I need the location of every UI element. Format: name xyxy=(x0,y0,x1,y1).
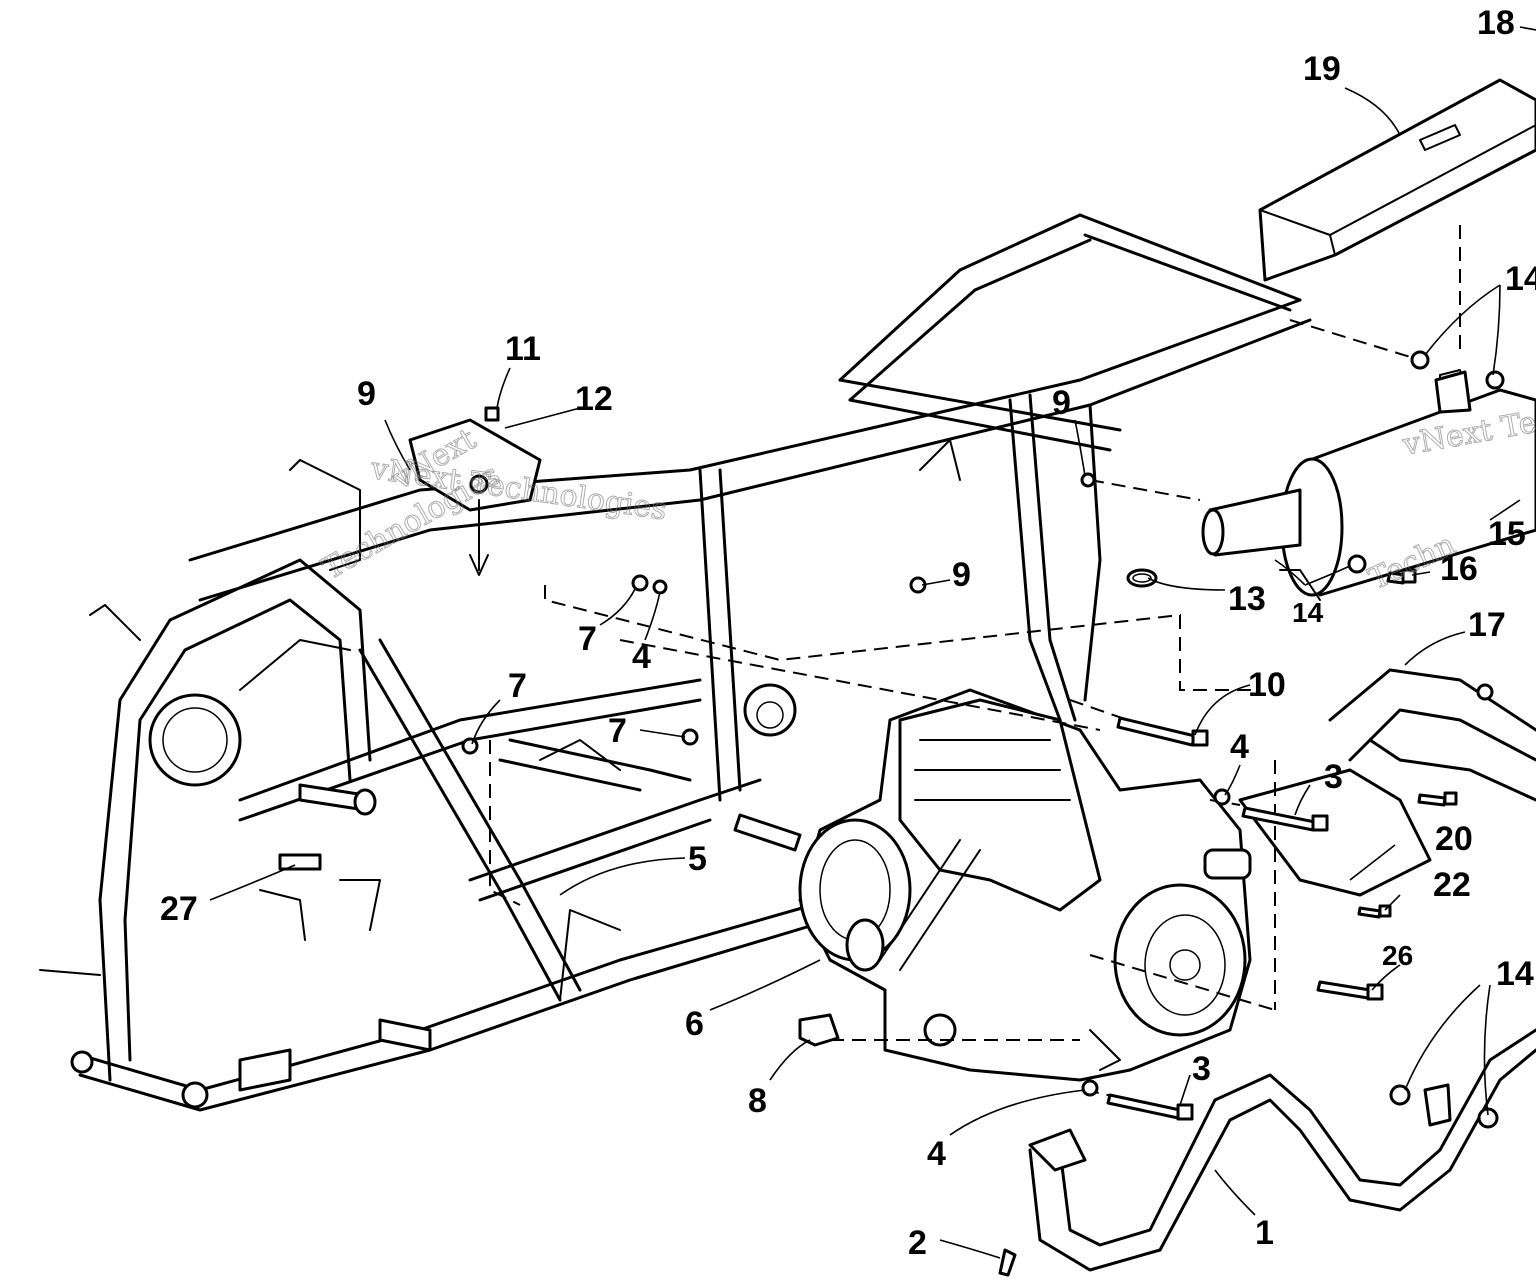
engine xyxy=(798,688,1252,1082)
callout-18: 18 xyxy=(1477,4,1515,42)
callout-8: 8 xyxy=(748,1082,767,1120)
callout-10: 10 xyxy=(1248,666,1286,704)
callout-5: 5 xyxy=(688,840,707,878)
callout-16: 16 xyxy=(1440,550,1478,588)
callout-26: 26 xyxy=(1382,940,1413,971)
callout-7: 7 xyxy=(508,667,527,705)
heat-shield xyxy=(1258,78,1536,282)
callout-20: 20 xyxy=(1435,820,1473,858)
muffler xyxy=(1201,369,1536,601)
callout-1: 1 xyxy=(1255,1214,1274,1252)
callout-9: 9 xyxy=(357,375,376,413)
callout-15: 15 xyxy=(1488,515,1526,553)
callout-9: 9 xyxy=(952,556,971,594)
exhaust-pipe-front xyxy=(1028,1028,1536,1272)
callout-14: 14 xyxy=(1505,260,1536,298)
seat-bracket xyxy=(408,418,542,576)
callout-14: 14 xyxy=(1496,955,1534,993)
callout-14: 14 xyxy=(1292,597,1324,628)
callout-12: 12 xyxy=(575,380,613,418)
callout-4: 4 xyxy=(1230,728,1249,766)
callout-11: 11 xyxy=(505,330,541,368)
callout-19: 19 xyxy=(1303,50,1341,88)
callout-22: 22 xyxy=(1433,866,1471,904)
fasteners xyxy=(461,350,1505,1277)
callout-4: 4 xyxy=(927,1135,946,1173)
exhaust-pipe-mid xyxy=(1238,668,1536,897)
callout-4: 4 xyxy=(632,638,651,676)
callout-3: 3 xyxy=(1192,1050,1211,1088)
callout-9: 9 xyxy=(1052,384,1071,422)
callout-13: 13 xyxy=(1228,580,1266,618)
callouts: 18 19 14 11 12 9 9 9 15 16 13 14 17 7 4 … xyxy=(160,4,1536,1262)
callout-7: 7 xyxy=(578,620,597,658)
callout-17: 17 xyxy=(1468,606,1506,644)
frame xyxy=(39,213,1312,1112)
callout-27: 27 xyxy=(160,890,198,928)
callout-2: 2 xyxy=(908,1224,927,1262)
callout-3: 3 xyxy=(1324,758,1343,796)
callout-7: 7 xyxy=(608,712,627,750)
leader-lines xyxy=(209,26,1536,1259)
callout-6: 6 xyxy=(685,1005,704,1043)
